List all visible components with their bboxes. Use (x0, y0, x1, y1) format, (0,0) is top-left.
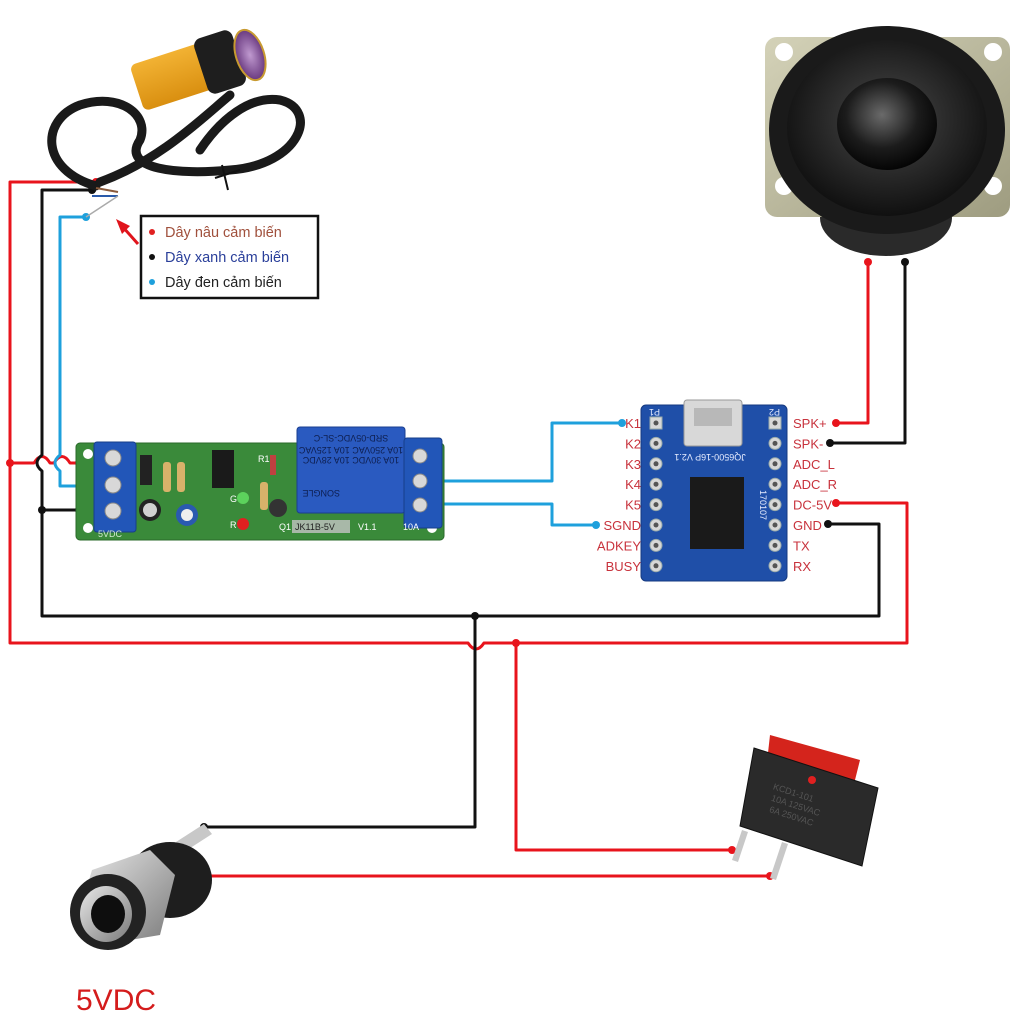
mp3-module: JQ6500-16P V2.1 170107 P1 P2 K1K2K3K4K5S… (597, 399, 837, 582)
mp3-pin-label-busy: BUSY (606, 559, 642, 574)
relay-rating-text-1: 10A 250VAC 10A 125VAC (298, 445, 403, 455)
legend-text: Dây đen cảm biến (165, 275, 282, 291)
mp3-left-pin-holes (649, 416, 663, 573)
pin-hole-center (653, 461, 659, 467)
mp3-pin-label-adkey: ADKEY (597, 538, 641, 553)
wire-black-to-jack (204, 616, 477, 829)
pin-hole-center (653, 522, 659, 528)
mp3-pin-label-adcl: ADC_L (793, 457, 835, 472)
relay-version-label: V1.1 (358, 522, 377, 532)
speaker (765, 26, 1010, 256)
relay-led-g-label: G (230, 494, 237, 504)
mp3-board-text: JQ6500-16P V2.1 (674, 452, 745, 462)
mp3-right-pin-labels: SPK+ SPK- ADC_L ADC_R DC-5V GND TX RX (793, 416, 837, 574)
mp3-pin-label-sgnd: SGND (603, 518, 641, 533)
mp3-pin-label-k5: K5 (625, 498, 641, 513)
relay-module: R1 G R SRD-05VDC-SL-C 10A 250VAC 10A 125… (75, 426, 445, 541)
mp3-pin-label-spk: SPK- (793, 436, 823, 451)
legend-text: Dây xanh cảm biến (165, 250, 289, 266)
pin-hole-center (772, 522, 778, 528)
mp3-pin-label-k3: K3 (625, 457, 641, 472)
relay-q1-label: Q1 (279, 522, 291, 532)
mp3-pin-label-k2: K2 (625, 436, 641, 451)
wire-black-speaker-minus (830, 262, 907, 445)
mp3-pin-label-k1: K1 (625, 416, 641, 431)
mp3-pin-label-tx: TX (793, 538, 810, 553)
wire-red-to-switch (514, 643, 732, 852)
legend-item: Dây xanh cảm biến (149, 250, 289, 266)
relay-board-label: JK11B-5V (295, 522, 335, 532)
mp3-pin-label-adcr: ADC_R (793, 477, 837, 492)
pin-hole-center (653, 440, 659, 446)
legend-box: Dây nâu cảm biến Dây xanh cảm biến Dây đ… (139, 214, 320, 300)
wire-blue-signal (53, 215, 88, 488)
dc-jack (70, 824, 212, 950)
relay-rating-text-2: 10A 30VDC 10A 28VDC (302, 455, 399, 465)
mp3-right-pin-holes (768, 416, 782, 573)
mp3-pin-label-dc5v: DC-5V (793, 498, 832, 513)
pin-hole-center (653, 542, 659, 548)
pin-hole-center (772, 563, 778, 569)
pin-hole-center (653, 420, 659, 426)
wire-blue-relay-to-k1 (416, 421, 622, 483)
power-input-label: 5VDC (76, 984, 156, 1017)
legend-item: Dây đen cảm biến (149, 275, 282, 291)
relay-brand-text: SONGLE (302, 488, 340, 498)
pin-hole-center (772, 440, 778, 446)
mp3-p2-label: P2 (769, 407, 780, 417)
pin-hole-center (772, 542, 778, 548)
mp3-pin-label-k4: K4 (625, 477, 641, 492)
pin-hole-center (772, 420, 778, 426)
pin-hole-center (772, 502, 778, 508)
pin-hole-center (772, 461, 778, 467)
legend-dot-blue (149, 279, 155, 285)
pin-hole-center (653, 563, 659, 569)
legend-text: Dây nâu cảm biến (165, 225, 282, 241)
relay-rating-label: 10A (403, 522, 419, 532)
mp3-p1-label: P1 (649, 407, 660, 417)
legend-arrow (116, 219, 140, 245)
relay-r1-label: R1 (258, 454, 270, 464)
mp3-pin-label-spk: SPK+ (793, 416, 827, 431)
legend-dot-black (149, 254, 155, 260)
pin-hole-center (653, 502, 659, 508)
legend-item: Dây nâu cảm biến (149, 225, 282, 241)
mp3-pin-label-gnd: GND (793, 518, 822, 533)
mp3-pin-label-rx: RX (793, 559, 811, 574)
wire-blue-relay-to-sgnd (416, 502, 596, 527)
legend-dot-red (149, 229, 155, 235)
mp3-chip-text: 170107 (758, 490, 768, 520)
wire-red-speaker-plus (836, 262, 870, 425)
ir-sensor (47, 28, 305, 218)
wires (8, 180, 909, 878)
wire-black-main-loop (35, 188, 881, 618)
relay-model-text: SRD-05VDC-SL-C (313, 433, 388, 443)
relay-supply-label: 5VDC (98, 529, 123, 539)
rocker-switch: KCD1-101 10A 125VAC 6A 250VAC (732, 735, 879, 880)
wire-red-relay-plus (10, 455, 79, 465)
pin-hole-center (772, 481, 778, 487)
pin-hole-center (653, 481, 659, 487)
relay-led-r-label: R (230, 520, 237, 530)
